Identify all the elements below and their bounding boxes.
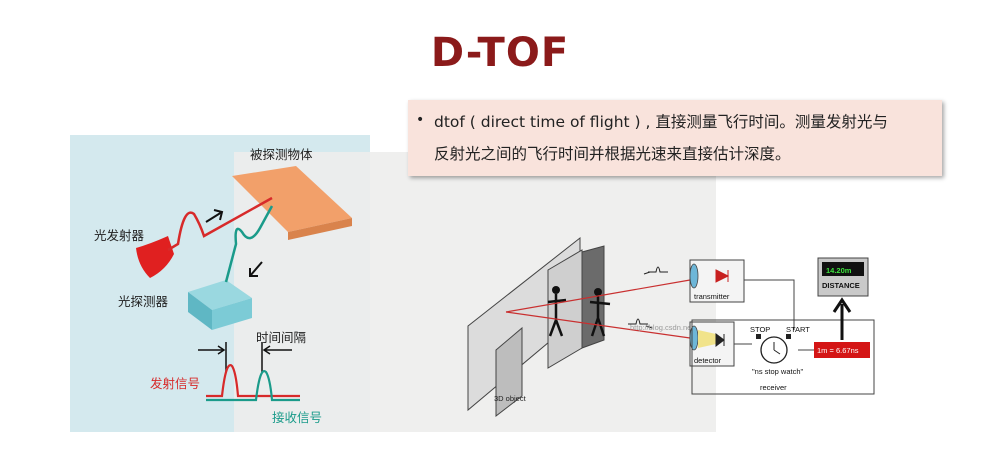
distance-label: DISTANCE (822, 281, 860, 290)
detector-label-right: detector (694, 356, 722, 365)
start-button (786, 334, 791, 339)
target-object-label: 被探测物体 (250, 147, 313, 162)
page-title: D-TOF (430, 30, 570, 76)
emitter-label: 光发射器 (94, 228, 145, 243)
description-box: • dtof ( direct time of flight ) , 直接测量飞… (408, 100, 942, 176)
transmitter-lens (689, 263, 699, 289)
description-line-1: dtof ( direct time of flight ) , 直接测量飞行时… (434, 113, 888, 131)
photodiode-icon (715, 333, 725, 347)
arrow-to-object-icon (205, 209, 224, 223)
return-pulse-icon (628, 318, 653, 329)
start-wire (744, 279, 795, 330)
figure-head-1 (552, 286, 560, 294)
figure-body-1 (547, 294, 567, 337)
laser-diode-icon (715, 269, 730, 283)
time-conversion-box (814, 342, 870, 358)
emitted-light-path (505, 279, 691, 313)
detector-cube-side (212, 298, 252, 330)
detector-lens (689, 325, 699, 351)
figure-body-2 (589, 296, 611, 337)
detector-cone (698, 330, 716, 348)
detector-cube-top (188, 280, 252, 310)
arrow-up-icon (832, 297, 852, 340)
description-line-2: 反射光之间的飞行时间并根据光速来直接估计深度。 (434, 145, 791, 163)
interval-arrow-right-icon (262, 345, 292, 355)
distance-screen (822, 262, 864, 276)
figure-head-2 (594, 288, 602, 296)
returned-light-path (505, 311, 691, 339)
time-conversion-label: 1m = 6.67ns (817, 346, 859, 355)
start-label: START (786, 325, 810, 334)
object-wall-panel (547, 249, 583, 369)
object-wall-box (495, 326, 523, 418)
target-object-side (288, 218, 352, 240)
transmitter-label: transmitter (694, 292, 730, 301)
receive-signal-pulse (206, 370, 300, 402)
bullet-marker: • (416, 112, 425, 128)
emit-signal-pulse (206, 364, 300, 398)
emitter-shape (136, 236, 174, 278)
emitted-wave (167, 196, 273, 252)
arrow-to-detector-icon (249, 261, 263, 277)
target-object-shape (232, 166, 352, 232)
emit-signal-label: 发射信号 (150, 376, 200, 391)
emit-pulse-icon (643, 266, 668, 275)
stop-label: STOP (750, 325, 770, 334)
time-interval-label: 时间间隔 (256, 330, 306, 345)
detector-label: 光探测器 (118, 294, 169, 309)
stop-button (756, 334, 761, 339)
stopwatch-hands (773, 342, 781, 355)
receive-signal-label: 接收信号 (272, 410, 322, 425)
object-label: 3D object (494, 394, 527, 403)
watermark-text: http://blog.csdn.net/... (630, 323, 702, 332)
receiver-box (691, 319, 875, 395)
interval-arrow-left-icon (198, 345, 226, 355)
distance-readout: 14.20m (826, 266, 852, 275)
reflected-wave (224, 205, 274, 283)
detector-cube-front (188, 292, 212, 330)
receiver-label: receiver (760, 383, 787, 392)
stopwatch-label: "ns stop watch" (752, 367, 804, 376)
